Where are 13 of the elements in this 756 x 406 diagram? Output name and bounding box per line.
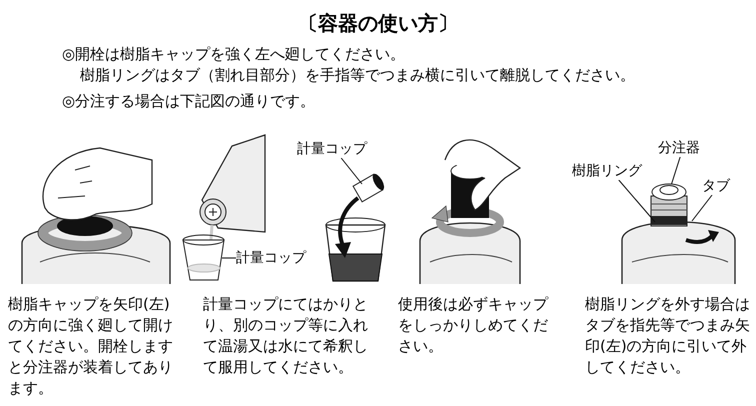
instruction-text: ◎分注する場合は下記図の通りです。 bbox=[62, 91, 316, 112]
instruction-text: ◎開栓は樹脂キャップを強く左へ廻してください。 bbox=[62, 44, 406, 65]
leader-line bbox=[618, 180, 656, 222]
leader-line bbox=[671, 156, 681, 184]
step-caption: 樹脂キャップを矢印(左)の方向に強く廻して開けてください。開栓しますと分注器が装着してあります。 bbox=[8, 294, 174, 399]
step-caption: 樹脂リングを外す場合はタブを指先等でつまみ矢印(左)の方向に引いて外してください。 bbox=[585, 294, 751, 378]
leader-line bbox=[692, 194, 713, 222]
step-caption: 計量コップにてはかりとり、別のコップ等に入れて温湯又は水にて希釈して服用してください。 bbox=[203, 294, 369, 378]
dispenser-drawing bbox=[652, 184, 686, 200]
step-caption: 使用後は必ずキャップをしっかりしめてください。 bbox=[398, 294, 550, 357]
instruction-text: 樹脂リングはタブ（割れ目部分）を手指等でつまみ横に引いて離脱してください。 bbox=[80, 65, 636, 86]
title: 〔容器の使い方〕 bbox=[297, 10, 459, 37]
leader-line bbox=[340, 158, 362, 184]
